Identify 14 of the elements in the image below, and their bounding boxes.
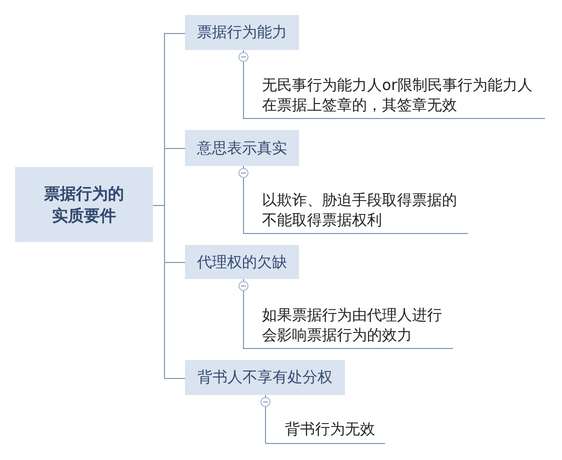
topic-box: 代理权的欠缺 [185, 245, 299, 279]
connector-line [243, 50, 244, 119]
central-topic-box: 票据行为的实质要件 [15, 167, 153, 242]
topic-box: 意思表示真实 [185, 130, 299, 166]
topic-box: 票据行为能力 [185, 15, 299, 50]
topic-box: 背书人不享有处分权 [185, 360, 345, 395]
subtopic-text: 以欺诈、胁迫手段取得票据的不能取得票据权利 [244, 191, 468, 234]
subtopic-text: 背书行为无效 [266, 420, 385, 444]
connector-line [265, 394, 266, 444]
connector-line [152, 205, 186, 379]
subtopic-text: 无民事行为能力人or限制民事行为能力人在票据上签章的，其签章无效 [244, 76, 545, 119]
connector-line [243, 278, 244, 349]
connector-line [243, 166, 244, 234]
subtopic-text: 如果票据行为由代理人进行会影响票据行为的效力 [244, 306, 453, 349]
